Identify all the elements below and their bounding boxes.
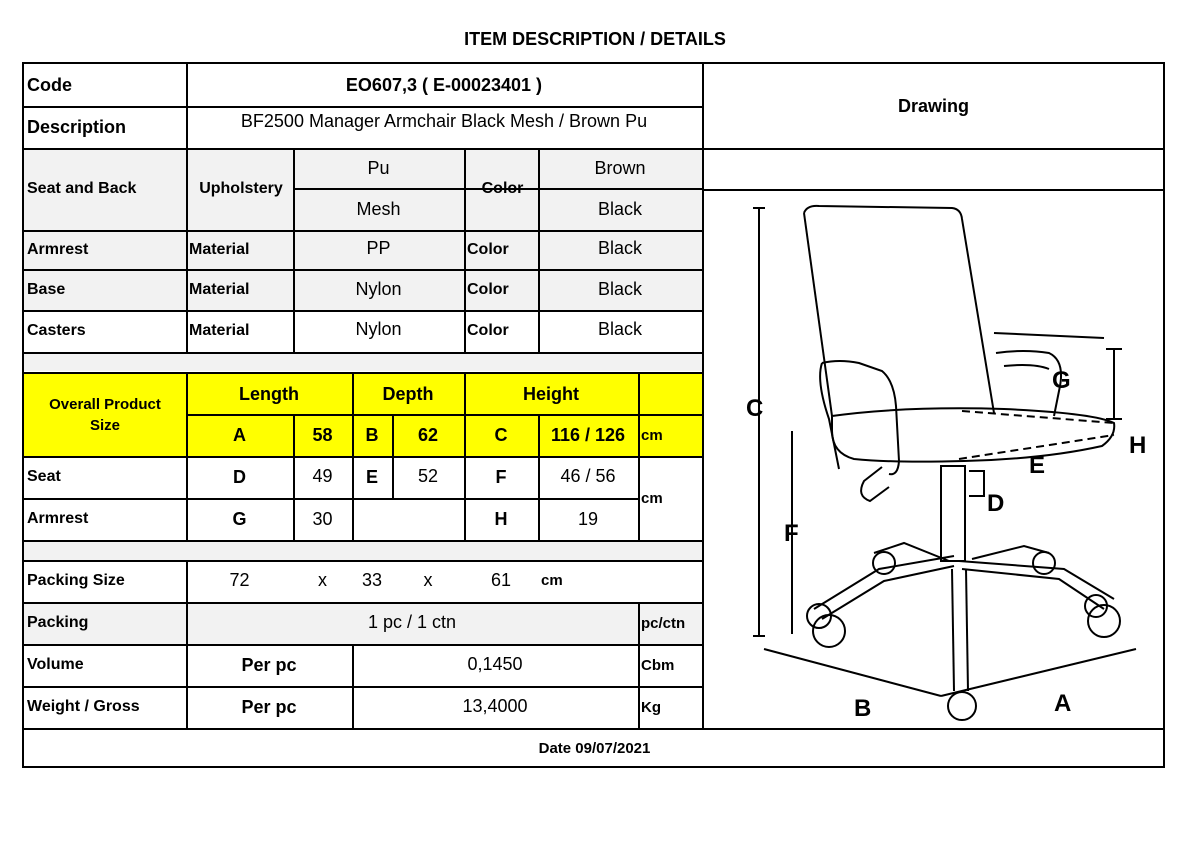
dim-label-h: H bbox=[1129, 432, 1146, 459]
packing-x-1: x bbox=[318, 569, 327, 590]
dim-d-value: 49 bbox=[312, 465, 333, 486]
code-value: EO607,3 ( E-00023401 ) bbox=[345, 74, 543, 95]
overall-size-label: Overall Product Size bbox=[49, 396, 161, 434]
chair-drawing: C F B A G H E D bbox=[746, 204, 1146, 722]
weight-unit: Kg bbox=[641, 698, 661, 716]
weight-per: Per pc bbox=[241, 696, 297, 717]
date-footer: Date 09/07/2021 bbox=[538, 739, 651, 757]
spacer-shade bbox=[24, 352, 702, 371]
volume-label: Volume bbox=[27, 656, 84, 673]
upholstery-1: Pu bbox=[367, 157, 390, 178]
base-label: Base bbox=[27, 281, 66, 298]
packing-unit: pc/ctn bbox=[641, 614, 686, 632]
packing-size-label: Packing Size bbox=[27, 572, 125, 589]
seat-color-2: Black bbox=[597, 198, 642, 219]
dim-e-key: E bbox=[365, 466, 378, 487]
dim-b-key: B bbox=[365, 424, 379, 445]
dim-d-key: D bbox=[233, 466, 246, 487]
dim-label-c: C bbox=[746, 395, 763, 422]
armrest-label: Armrest bbox=[27, 241, 89, 258]
dim-a-value: 58 bbox=[312, 424, 333, 445]
dim-g-key: G bbox=[232, 508, 247, 529]
upholstery-label: Upholstery bbox=[199, 180, 283, 197]
packing-height: 61 bbox=[490, 569, 512, 590]
packing-value: 1 pc / 1 ctn bbox=[367, 611, 457, 632]
dim-a-key: A bbox=[233, 424, 246, 445]
dim-f-value: 46 / 56 bbox=[560, 465, 616, 486]
volume-per: Per pc bbox=[241, 654, 297, 675]
base-material: Nylon bbox=[355, 278, 402, 299]
dim-label-f: F bbox=[784, 520, 799, 547]
volume-unit: Cbm bbox=[641, 656, 675, 674]
details-sheet: Code EO607,3 ( E-00023401 ) Description … bbox=[22, 62, 1165, 768]
armrest-size-label: Armrest bbox=[27, 510, 89, 527]
packing-x-2: x bbox=[423, 569, 433, 590]
seat-size-label: Seat bbox=[27, 468, 61, 485]
volume-value: 0,1450 bbox=[467, 653, 523, 674]
casters-color-label: Color bbox=[467, 322, 509, 339]
armrest-color: Black bbox=[597, 237, 642, 258]
armrest-material: PP bbox=[366, 237, 391, 258]
height-label: Height bbox=[523, 383, 579, 404]
description-value: BF2500 Manager Armchair Black Mesh / Bro… bbox=[240, 110, 648, 131]
armrest-material-label: Material bbox=[189, 241, 250, 258]
casters-color: Black bbox=[597, 318, 642, 339]
dim-label-a: A bbox=[1054, 690, 1071, 717]
dim-label-b: B bbox=[854, 695, 871, 722]
base-color-label: Color bbox=[467, 281, 509, 298]
packing-size-unit: cm bbox=[541, 571, 563, 589]
depth-label: Depth bbox=[382, 383, 434, 404]
packing-shade bbox=[24, 602, 702, 644]
dim-c-value: 116 / 126 bbox=[550, 424, 626, 445]
dim-h-key: H bbox=[494, 508, 508, 529]
size-unit: cm bbox=[641, 489, 663, 507]
length-label: Length bbox=[239, 383, 299, 404]
dim-label-e: E bbox=[1029, 452, 1045, 479]
code-label: Code bbox=[27, 74, 72, 95]
dim-f-key: F bbox=[495, 466, 507, 487]
overall-unit: cm bbox=[641, 426, 663, 444]
casters-material: Nylon bbox=[355, 318, 402, 339]
drawing-label: Drawing bbox=[897, 95, 969, 116]
base-color: Black bbox=[597, 278, 642, 299]
description-label: Description bbox=[27, 116, 127, 137]
casters-label: Casters bbox=[27, 322, 86, 339]
dim-c-key: C bbox=[494, 424, 508, 445]
packing-length: 72 bbox=[229, 569, 250, 590]
base-material-label: Material bbox=[189, 281, 250, 298]
dim-b-value: 62 bbox=[417, 424, 439, 445]
weight-label: Weight / Gross bbox=[27, 698, 140, 715]
dim-h-value: 19 bbox=[577, 508, 599, 529]
casters-material-label: Material bbox=[189, 322, 250, 339]
packing-width: 33 bbox=[361, 569, 383, 590]
dim-label-d: D bbox=[987, 490, 1004, 517]
spacer-shade-2 bbox=[24, 540, 702, 560]
weight-value: 13,4000 bbox=[462, 695, 528, 716]
seat-color-1: Brown bbox=[594, 157, 646, 178]
upholstery-2: Mesh bbox=[356, 198, 401, 219]
seat-back-label: Seat and Back bbox=[27, 180, 137, 197]
page-title: ITEM DESCRIPTION / DETAILS bbox=[464, 29, 726, 49]
dim-e-value: 52 bbox=[417, 465, 439, 486]
dim-g-value: 30 bbox=[312, 508, 333, 529]
dim-label-g: G bbox=[1052, 367, 1071, 394]
armrest-color-label: Color bbox=[467, 241, 509, 258]
packing-label: Packing bbox=[27, 614, 89, 631]
